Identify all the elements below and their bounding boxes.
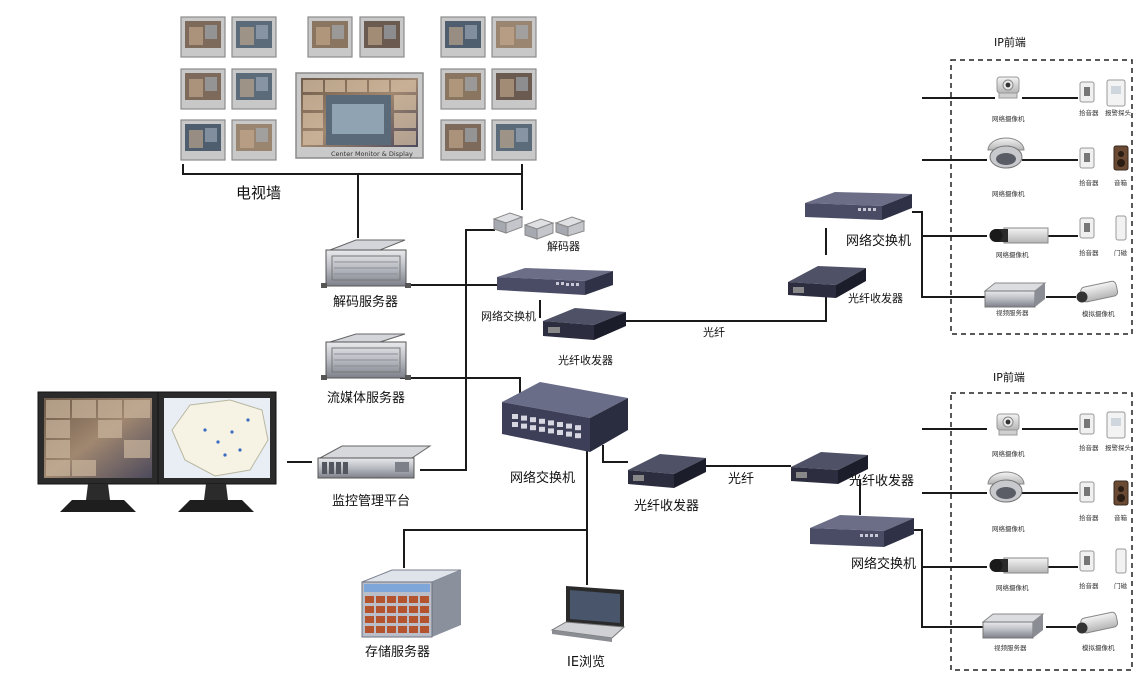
sensor-label: 拾音器 bbox=[1079, 444, 1099, 452]
network-camera-label: 网络摄像机 bbox=[992, 525, 1025, 533]
sensor-label: 拾音器 bbox=[1079, 179, 1099, 187]
switch-label-center: 网络交换机 bbox=[510, 471, 576, 486]
sound-sensor-device bbox=[1079, 550, 1095, 572]
tv-wall-screen bbox=[180, 119, 226, 161]
video-server-device bbox=[981, 613, 1045, 639]
ip-front-end-label-bottom: IP前端 bbox=[993, 371, 1025, 384]
streaming-server bbox=[321, 333, 411, 380]
tv-wall bbox=[180, 16, 537, 161]
center-monitor-caption: Center Monitor & Display bbox=[331, 150, 413, 158]
fiber-transceiver-2 bbox=[788, 266, 866, 298]
laptop bbox=[550, 586, 626, 642]
analog-camera-label: 模拟摄像机 bbox=[1082, 310, 1115, 318]
ptz-camera-device bbox=[987, 137, 1025, 169]
sensor-label: 拾音器 bbox=[1079, 109, 1099, 117]
video-server-label: 视频服务器 bbox=[994, 644, 1027, 652]
switch-label-top-left: 网络交换机 bbox=[481, 310, 536, 323]
network-camera-device bbox=[996, 76, 1020, 99]
alarm-probe-label: 报警探头 bbox=[1105, 444, 1131, 452]
sound-sensor-device bbox=[1079, 81, 1095, 103]
ie-browse-label: IE浏览 bbox=[567, 655, 606, 670]
connection-lines bbox=[182, 97, 1078, 628]
tv-wall-screen bbox=[231, 16, 277, 58]
tv-wall-screen bbox=[491, 16, 537, 58]
fiber-transceiver-label-3: 光纤收发器 bbox=[634, 499, 700, 514]
network-camera-label: 网络摄像机 bbox=[996, 584, 1029, 592]
door-magnet-device bbox=[1115, 215, 1127, 241]
box-camera-device bbox=[989, 227, 1049, 244]
storage-server bbox=[361, 569, 462, 638]
sensor-label: 拾音器 bbox=[1079, 514, 1099, 522]
decoder-label: 解码器 bbox=[547, 240, 580, 253]
fiber-transceiver-label-2: 光纤收发器 bbox=[848, 292, 903, 305]
fiber-transceiver-1 bbox=[543, 308, 626, 340]
streaming-server-label: 流媒体服务器 bbox=[327, 391, 406, 406]
center-switch bbox=[502, 382, 628, 452]
tv-wall-screen bbox=[359, 16, 405, 58]
speaker-device bbox=[1113, 145, 1129, 171]
switch-label-bottom-right: 网络交换机 bbox=[851, 557, 917, 572]
network-camera-label: 网络摄像机 bbox=[992, 190, 1025, 198]
sound-sensor-device bbox=[1079, 147, 1095, 169]
ptz-camera-device bbox=[987, 471, 1025, 503]
network-camera-label: 网络摄像机 bbox=[996, 251, 1029, 259]
ip-front-end-box-top bbox=[950, 59, 1133, 335]
speaker-label: 音箱 bbox=[1114, 514, 1127, 522]
door-magnet-label: 门磁 bbox=[1114, 249, 1127, 257]
tv-wall-screen bbox=[440, 16, 486, 58]
tv-wall-screen bbox=[231, 119, 277, 161]
tv-wall-screen bbox=[491, 68, 537, 110]
door-magnet-device bbox=[1115, 548, 1127, 574]
sound-sensor-device bbox=[1079, 481, 1095, 503]
analog-camera-device bbox=[1076, 280, 1119, 303]
center-monitor bbox=[295, 72, 424, 159]
video-server-label: 视频服务器 bbox=[996, 309, 1029, 317]
tv-wall-label: 电视墙 bbox=[236, 184, 282, 202]
sensor-label: 拾音器 bbox=[1079, 249, 1099, 257]
alarm-probe-label: 报警探头 bbox=[1105, 109, 1131, 117]
ip-front-end-box-bottom bbox=[950, 392, 1133, 671]
switch-label-top-right: 网络交换机 bbox=[846, 234, 912, 249]
fiber-transceiver-label-1: 光纤收发器 bbox=[558, 354, 613, 367]
decoder-device bbox=[492, 212, 586, 240]
sound-sensor-device bbox=[1079, 217, 1095, 239]
top-right-switch bbox=[805, 192, 912, 220]
sound-sensor-device bbox=[1079, 413, 1095, 435]
tv-wall-screen bbox=[180, 16, 226, 58]
tv-wall-screen bbox=[440, 119, 486, 161]
video-server-device bbox=[983, 282, 1047, 308]
monitor-platform-server bbox=[317, 445, 432, 479]
box-camera-device bbox=[989, 557, 1049, 574]
monitor-platform-label: 监控管理平台 bbox=[332, 494, 411, 509]
tv-wall-screen bbox=[180, 68, 226, 110]
network-camera-label: 网络摄像机 bbox=[992, 115, 1025, 123]
analog-camera-device bbox=[1076, 611, 1119, 634]
tv-wall-screen bbox=[307, 16, 353, 58]
door-magnet-label: 门磁 bbox=[1114, 582, 1127, 590]
analog-camera-label: 模拟摄像机 bbox=[1082, 644, 1115, 652]
fiber-transceiver-4 bbox=[791, 452, 868, 484]
alarm-probe-device bbox=[1106, 411, 1126, 439]
tv-wall-screen bbox=[440, 68, 486, 110]
ip-front-end-label-top: IP前端 bbox=[994, 36, 1026, 49]
speaker-device bbox=[1113, 480, 1129, 506]
tv-wall-screen bbox=[231, 68, 277, 110]
fiber-transceiver-label-4: 光纤收发器 bbox=[849, 474, 915, 489]
speaker-label: 音箱 bbox=[1114, 179, 1127, 187]
fiber-label-bottom: 光纤 bbox=[728, 472, 755, 487]
bottom-right-switch bbox=[810, 515, 914, 547]
tv-wall-screen bbox=[491, 119, 537, 161]
fiber-label-top: 光纤 bbox=[703, 326, 725, 339]
storage-server-label: 存储服务器 bbox=[365, 645, 431, 660]
decode-server-label: 解码服务器 bbox=[333, 295, 399, 310]
top-left-switch bbox=[497, 268, 613, 295]
fiber-transceiver-3 bbox=[628, 454, 706, 488]
sensor-label: 拾音器 bbox=[1079, 582, 1099, 590]
alarm-probe-device bbox=[1106, 79, 1126, 107]
dual-monitors bbox=[37, 391, 277, 512]
network-camera-label: 网络摄像机 bbox=[992, 450, 1025, 458]
decode-server bbox=[321, 239, 411, 288]
network-camera-device bbox=[996, 413, 1020, 436]
